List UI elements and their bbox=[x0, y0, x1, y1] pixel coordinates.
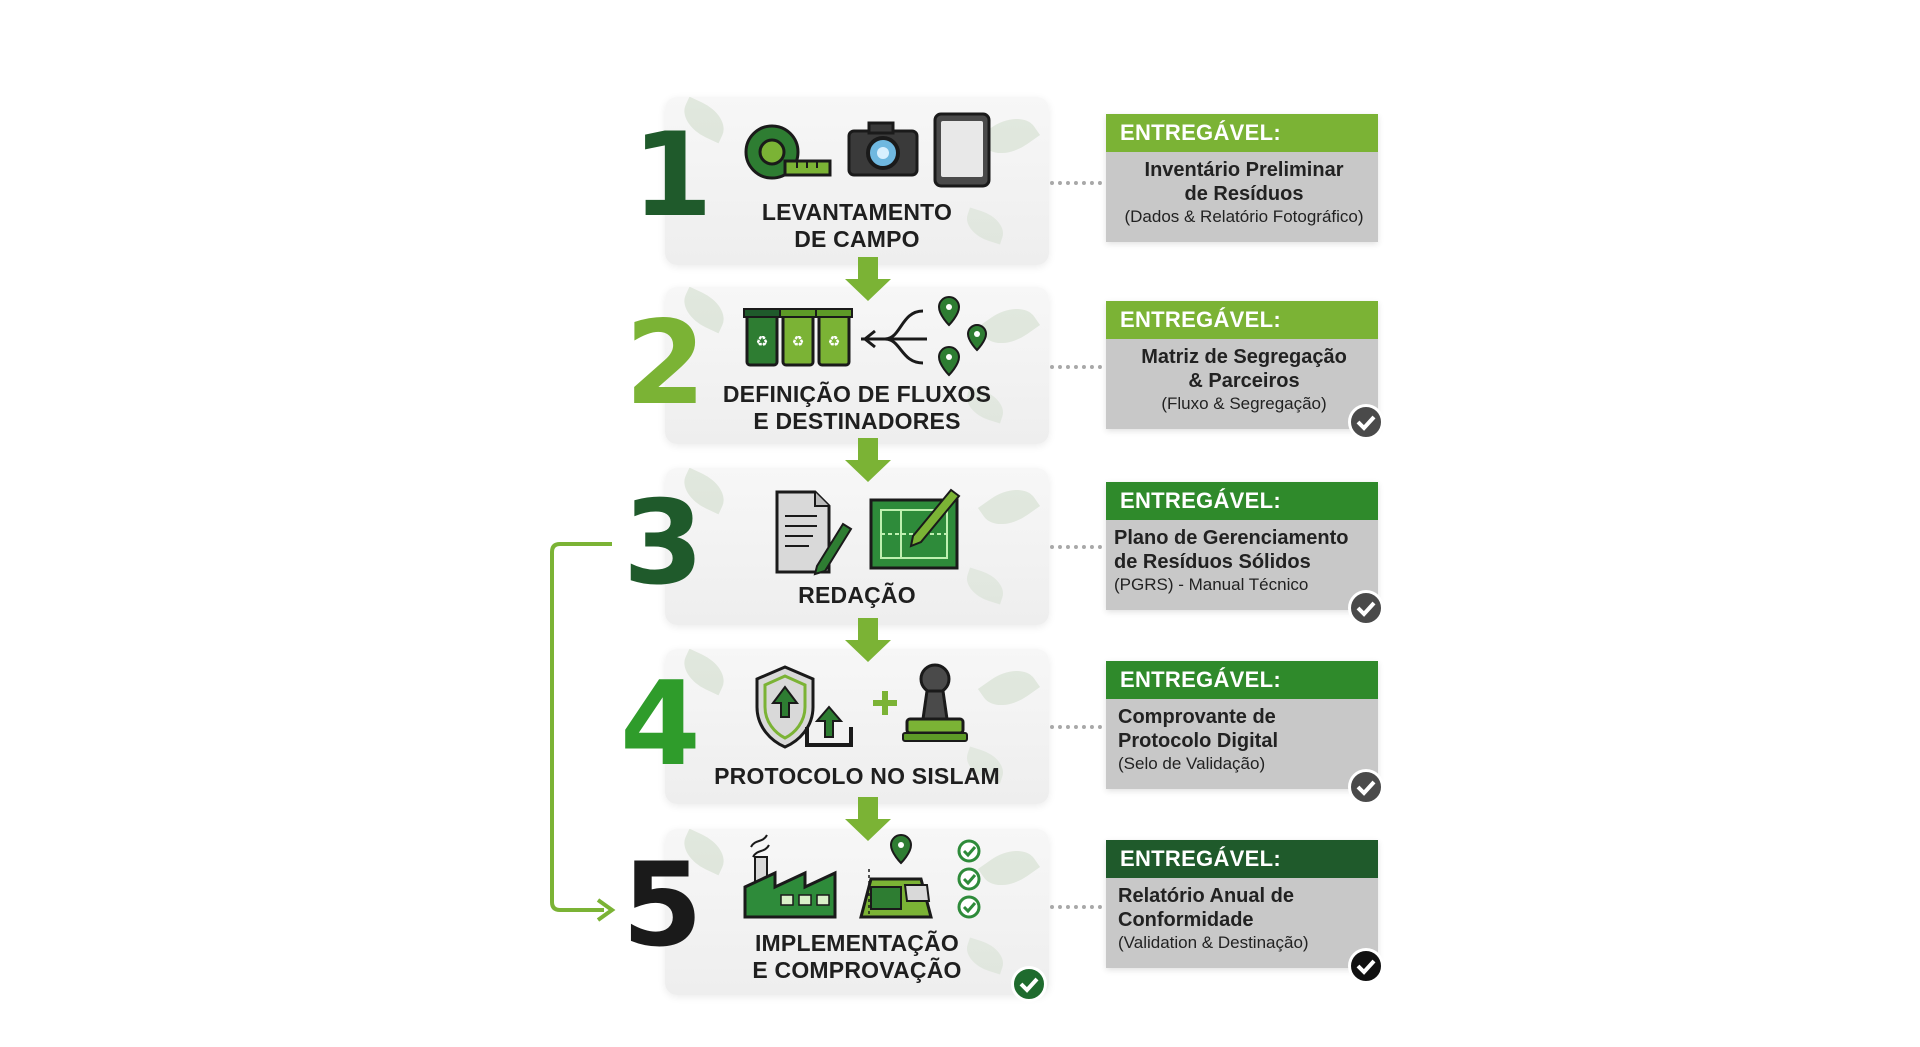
deliverable-subtitle: (Validation & Destinação) bbox=[1118, 933, 1309, 952]
deliverable-header: ENTREGÁVEL: bbox=[1106, 301, 1378, 339]
stage-5-box: IMPLEMENTAÇÃO E COMPROVAÇÃO bbox=[665, 829, 1049, 995]
shield-upload-icon bbox=[755, 665, 853, 749]
camera-icon bbox=[847, 121, 919, 177]
deliverable-3-check-icon bbox=[1348, 590, 1384, 626]
stage-5-title: IMPLEMENTAÇÃO E COMPROVAÇÃO bbox=[752, 930, 962, 983]
deliverable-card-4: ENTREGÁVEL: Comprovante de Protocolo Dig… bbox=[1106, 661, 1378, 789]
stage-2-box: ♻ ♻ ♻ DEFINIÇÃO DE FLUXOS E DESTINADORES bbox=[665, 287, 1049, 444]
stage-1-icons bbox=[744, 112, 991, 188]
stage-4-title: PROTOCOLO NO SISLAM bbox=[714, 763, 1000, 789]
deliverable-subtitle: (Fluxo & Segregação) bbox=[1161, 394, 1327, 413]
stage-3-number: 3 bbox=[623, 476, 704, 611]
stage-4-box: PROTOCOLO NO SISLAM bbox=[665, 649, 1049, 804]
checklist-icon bbox=[957, 839, 981, 919]
deliverable-title: de Resíduos bbox=[1184, 183, 1304, 205]
stage-5-number: 5 bbox=[622, 838, 703, 973]
deliverable-body: Inventário Preliminar de Resíduos (Dados… bbox=[1106, 152, 1378, 238]
stage-2-icons: ♻ ♻ ♻ bbox=[743, 295, 988, 377]
deliverable-subtitle: (Selo de Validação) bbox=[1118, 754, 1266, 773]
deliverable-card-2: ENTREGÁVEL: Matriz de Segregação & Parce… bbox=[1106, 301, 1378, 429]
deliverable-body: Plano de Gerenciamento de Resíduos Sólid… bbox=[1106, 520, 1378, 606]
deliverable-title: Matriz de Segregação bbox=[1141, 346, 1347, 368]
deliverable-title: Comprovante de bbox=[1118, 706, 1276, 728]
deliverable-2-check-icon bbox=[1348, 404, 1384, 440]
deliverable-header: ENTREGÁVEL: bbox=[1106, 661, 1378, 699]
stage-1-number: 1 bbox=[632, 108, 713, 243]
deliverable-title: Conformidade bbox=[1118, 909, 1254, 931]
stage-3-box: REDAÇÃO bbox=[665, 468, 1049, 625]
stage-2-title: DEFINIÇÃO DE FLUXOS E DESTINADORES bbox=[722, 381, 992, 434]
deliverable-card-1: ENTREGÁVEL: Inventário Preliminar de Res… bbox=[1106, 114, 1378, 242]
deliverable-title: Protocolo Digital bbox=[1118, 730, 1278, 752]
deliverable-body: Matriz de Segregação & Parceiros (Fluxo … bbox=[1106, 339, 1378, 425]
down-arrow-icon bbox=[845, 797, 891, 841]
stage-4-number: 4 bbox=[620, 657, 701, 792]
blueprint-icon bbox=[869, 488, 961, 570]
dotted-connector bbox=[1050, 181, 1102, 185]
factory-icon bbox=[743, 834, 837, 919]
document-pencil-icon bbox=[775, 490, 853, 576]
deliverable-4-check-icon bbox=[1348, 769, 1384, 805]
deliverable-title: & Parceiros bbox=[1188, 370, 1300, 392]
down-arrow-icon bbox=[845, 257, 891, 301]
down-arrow-icon bbox=[845, 618, 891, 662]
stage-5-icons bbox=[743, 833, 981, 919]
recycling-bins-icon: ♻ ♻ ♻ bbox=[743, 308, 853, 367]
map-pin-icon bbox=[937, 295, 988, 377]
stage-4-icons bbox=[755, 663, 968, 749]
loop-arrow-icon bbox=[550, 542, 616, 922]
tablet-icon bbox=[933, 112, 991, 188]
stage-5-check-icon bbox=[1011, 966, 1047, 1002]
dotted-connector bbox=[1050, 365, 1102, 369]
stage-3-icons bbox=[775, 488, 961, 576]
deliverable-title: Relatório Anual de bbox=[1118, 885, 1294, 907]
deliverable-body: Comprovante de Protocolo Digital (Selo d… bbox=[1106, 699, 1378, 785]
branching-arrows-icon bbox=[861, 309, 927, 365]
deliverable-body: Relatório Anual de Conformidade (Validat… bbox=[1106, 878, 1378, 964]
dotted-connector bbox=[1050, 545, 1102, 549]
svg-text:♻: ♻ bbox=[828, 334, 841, 350]
deliverable-card-5: ENTREGÁVEL: Relatório Anual de Conformid… bbox=[1106, 840, 1378, 968]
stage-1-title: LEVANTAMENTO DE CAMPO bbox=[761, 199, 953, 252]
land-site-icon bbox=[859, 833, 933, 919]
dotted-connector bbox=[1050, 905, 1102, 909]
dotted-connector bbox=[1050, 725, 1102, 729]
deliverable-title: de Resíduos Sólidos bbox=[1114, 551, 1311, 573]
deliverable-header: ENTREGÁVEL: bbox=[1106, 114, 1378, 152]
svg-text:♻: ♻ bbox=[756, 334, 769, 350]
deliverable-subtitle: (Dados & Relatório Fotográfico) bbox=[1124, 207, 1364, 226]
deliverable-card-3: ENTREGÁVEL: Plano de Gerenciamento de Re… bbox=[1106, 482, 1378, 610]
stamp-icon bbox=[902, 663, 968, 742]
plus-icon bbox=[873, 691, 897, 715]
svg-text:♻: ♻ bbox=[792, 334, 805, 350]
deliverable-5-check-icon bbox=[1348, 948, 1384, 984]
deliverable-header: ENTREGÁVEL: bbox=[1106, 840, 1378, 878]
stage-1-box: LEVANTAMENTO DE CAMPO bbox=[665, 97, 1049, 265]
deliverable-title: Inventário Preliminar bbox=[1144, 159, 1344, 181]
deliverable-title: Plano de Gerenciamento bbox=[1114, 527, 1349, 549]
down-arrow-icon bbox=[845, 438, 891, 482]
measuring-tape-icon bbox=[744, 124, 832, 180]
stage-3-title: REDAÇÃO bbox=[798, 582, 916, 608]
deliverable-header: ENTREGÁVEL: bbox=[1106, 482, 1378, 520]
stage-2-number: 2 bbox=[625, 296, 706, 431]
deliverable-subtitle: (PGRS) - Manual Técnico bbox=[1114, 575, 1309, 594]
